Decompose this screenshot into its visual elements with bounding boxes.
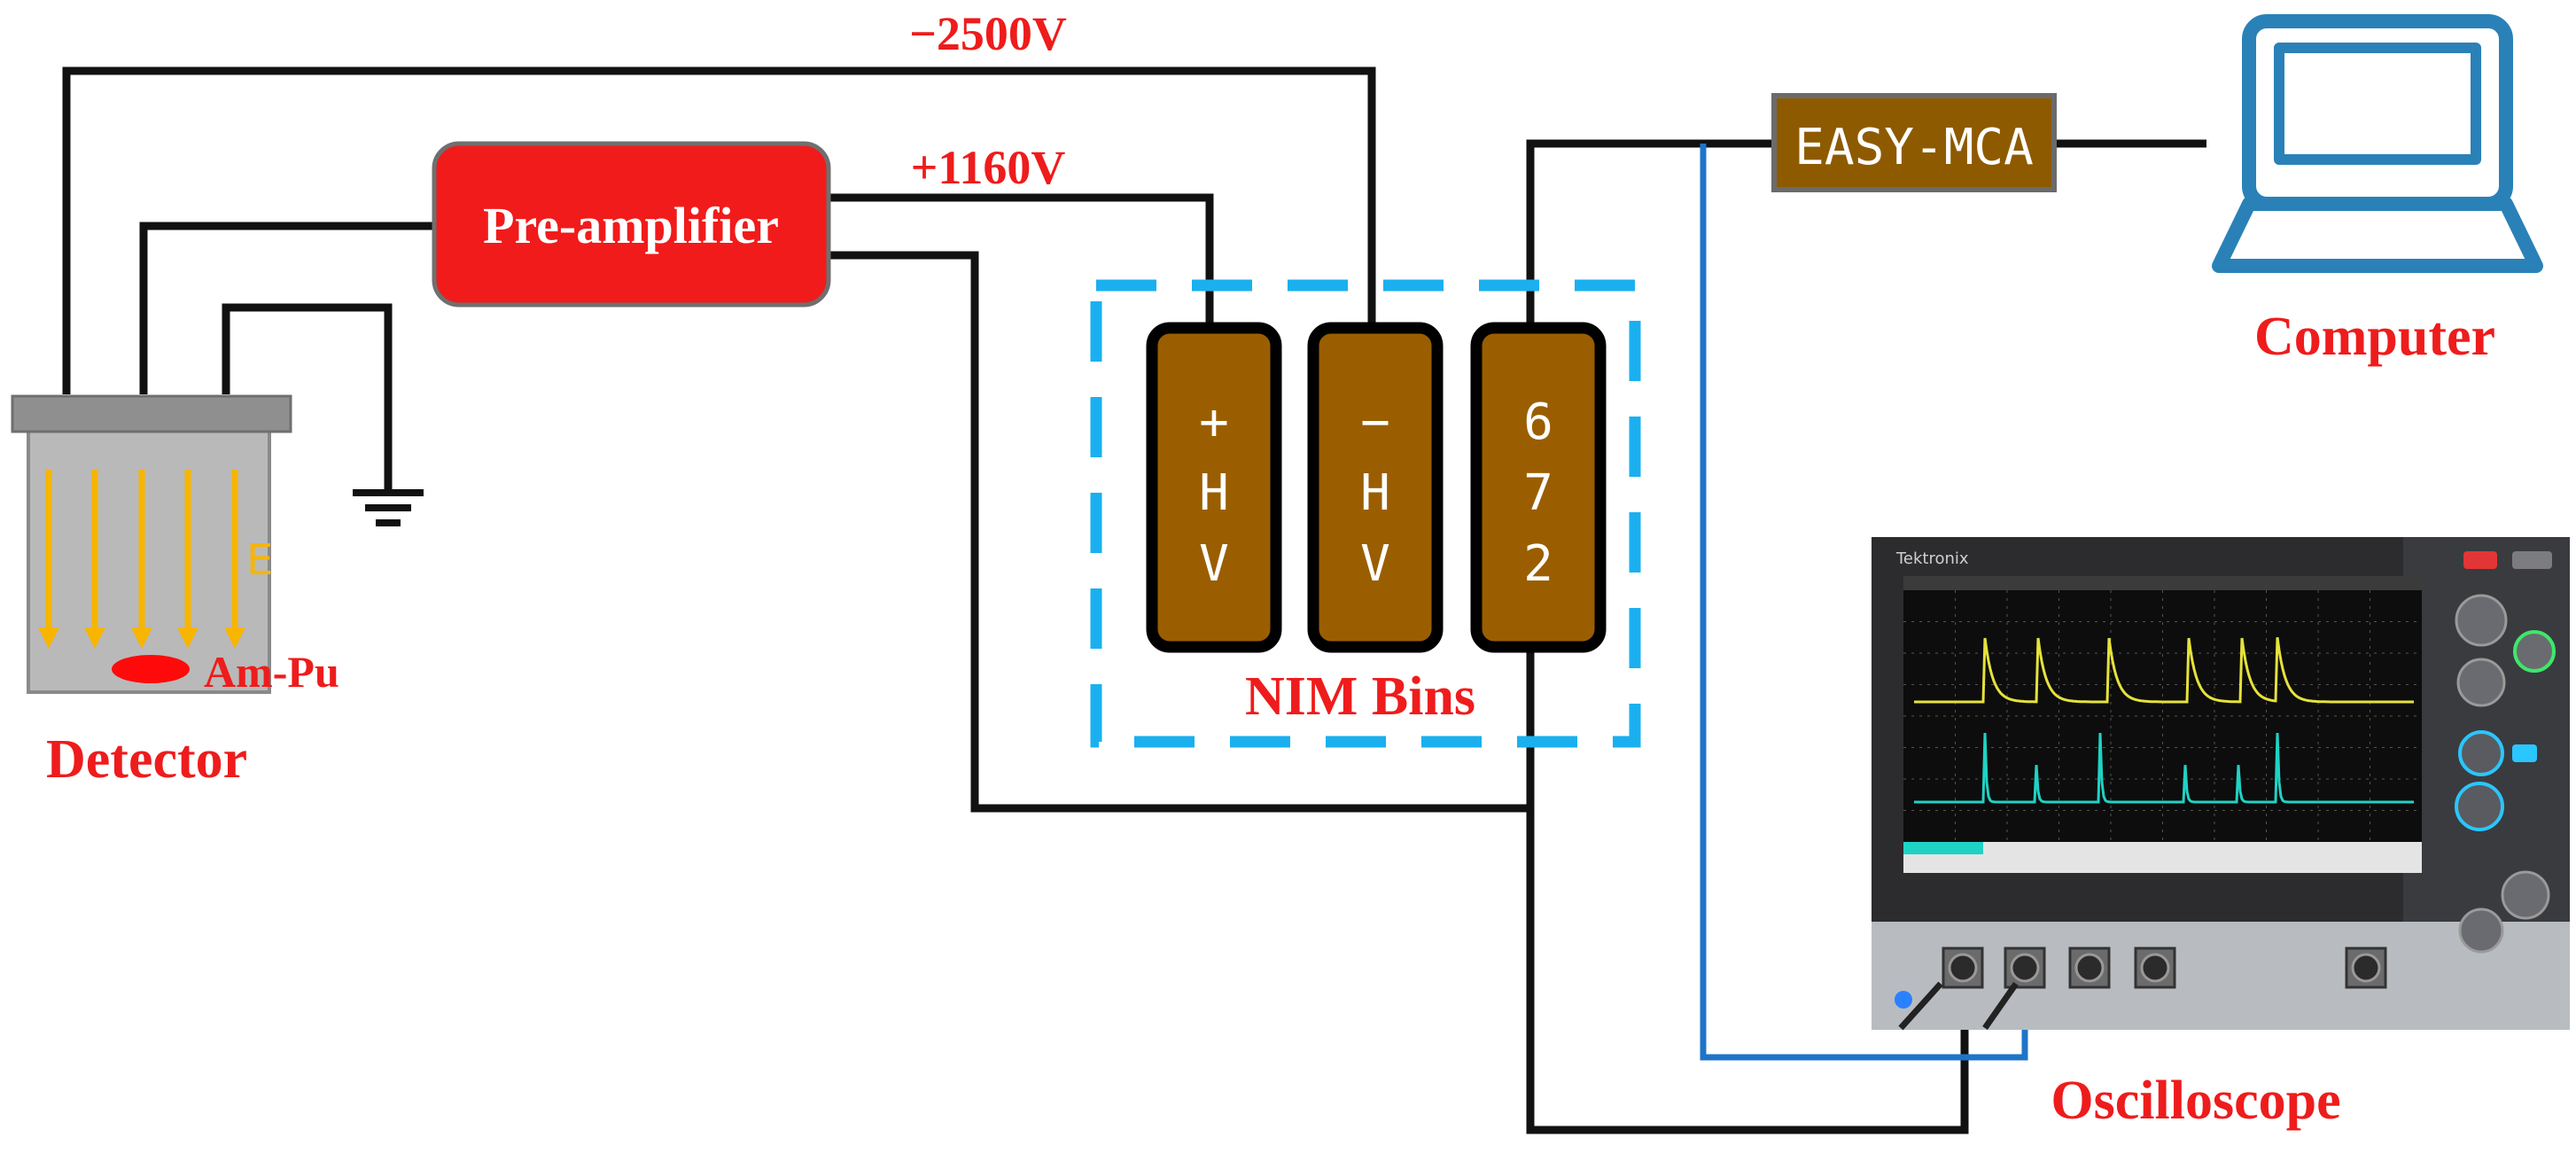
scope-trace-ch1 (1914, 636, 2414, 704)
wire-neg-hv (62, 66, 1376, 394)
wire-preamp-signal (829, 251, 1533, 813)
wire-pos-hv (829, 193, 1214, 328)
nim-module-char: − (1360, 393, 1390, 451)
probe-cables (1898, 981, 2019, 1031)
nim-frame (1090, 279, 1641, 748)
preamplifier: Pre-amplifier (432, 141, 831, 308)
knob-icon (2455, 594, 2508, 647)
knob-icon (2455, 782, 2504, 831)
field-arrow-icon (84, 470, 105, 649)
field-arrows (38, 470, 245, 649)
mca-box (1771, 93, 2057, 192)
source-label: Am-Pu (204, 647, 339, 697)
knob-icon (2458, 908, 2504, 954)
scope-knobs (2455, 551, 2556, 954)
nim-module: − HV (1307, 322, 1444, 653)
scope-screen-status (1903, 842, 1983, 854)
power-icon (1895, 991, 1912, 1009)
nim-module-body (1307, 322, 1444, 653)
source-icon (112, 655, 190, 683)
nim-module-body (1470, 322, 1607, 653)
detector: E Am-Pu Detector (11, 394, 339, 790)
easy-mca: EASY-MCA (1771, 93, 2057, 192)
nim-module-char: 7 (1523, 464, 1553, 522)
preamp-box (432, 141, 831, 308)
preamp-label: Pre-amplifier (483, 197, 779, 254)
ground-icon (353, 489, 424, 526)
scope-right-panel (2403, 537, 2570, 922)
nim-module: + HV (1146, 322, 1282, 653)
nim-bins-label: NIM Bins (1245, 666, 1475, 727)
wire-672-scope (1526, 647, 1969, 1134)
pos-hv-voltage-label: +1160V (911, 141, 1066, 194)
field-label: E (246, 535, 273, 585)
field-arrow-icon (177, 470, 198, 649)
oscilloscope-label: Oscilloscope (2051, 1071, 2340, 1131)
wire-detector-preamp (139, 222, 434, 394)
computer-label: Computer (2254, 307, 2495, 367)
scope-button (2463, 551, 2497, 569)
mca-label: EASY-MCA (1794, 119, 2034, 176)
laptop-icon (2212, 14, 2543, 273)
detector-label: Detector (46, 729, 247, 790)
neg-hv-voltage-label: −2500V (909, 7, 1067, 60)
nim-module-char: V (1360, 535, 1390, 593)
scope-screen (1903, 576, 2422, 873)
knob-icon (2501, 870, 2550, 920)
scope-screen-topbar (1903, 576, 2422, 590)
bnc-connector-icon (2004, 947, 2046, 989)
computer: Computer (2212, 14, 2543, 367)
scope-button (2512, 744, 2537, 762)
bnc-connector-icon (2068, 947, 2111, 989)
scope-button (2512, 551, 2552, 569)
oscilloscope: Tektronix Oscilloscope (1872, 537, 2570, 1131)
nim-module-char: + (1199, 393, 1229, 451)
scope-connectors (1942, 947, 2387, 989)
wires (62, 66, 2206, 1134)
nim-module-char: H (1199, 464, 1229, 522)
bnc-connector-icon (1942, 947, 1984, 989)
scope-lower-panel (1872, 922, 2570, 1030)
detector-body (27, 419, 271, 694)
nim-module-char: 6 (1523, 393, 1553, 451)
wire-mca-scope-ch2 (1700, 144, 2028, 1061)
knob-icon (2458, 730, 2504, 776)
nim-module: 6 7 2 (1470, 322, 1607, 653)
scope-grid (1903, 590, 2422, 842)
field-arrow-icon (224, 470, 245, 649)
nim-module-char: H (1360, 464, 1390, 522)
knob-icon (2513, 630, 2556, 673)
scope-brand: Tektronix (1895, 549, 1969, 568)
field-arrow-icon (131, 470, 152, 649)
bnc-connector-icon (2134, 947, 2176, 989)
nim-module-char: 2 (1523, 535, 1553, 593)
bnc-connector-icon (2345, 947, 2387, 989)
field-arrow-icon (38, 470, 59, 649)
scope-trace-ch2 (1914, 732, 2414, 804)
knob-icon (2456, 658, 2506, 707)
nim-module-char: V (1199, 535, 1229, 593)
wire-detector-ground (222, 303, 393, 492)
detector-lid (11, 394, 292, 433)
wire-672-mca (1526, 139, 1774, 328)
scope-screen-bottombar (1903, 842, 2422, 873)
nim-module-body (1146, 322, 1282, 653)
